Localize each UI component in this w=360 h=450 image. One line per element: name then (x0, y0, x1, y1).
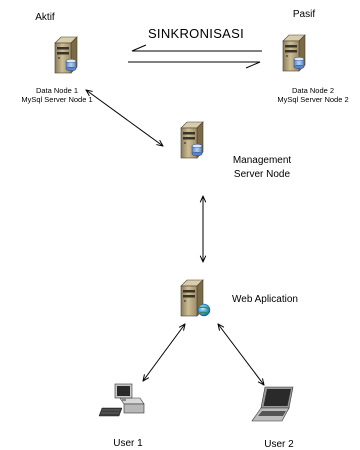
passive-node-label-line2: MySql Server Node 2 (277, 95, 348, 104)
web-server-icon (180, 279, 211, 317)
connector-active-management (86, 90, 163, 146)
laptop-icon (251, 386, 294, 422)
passive-node-status: Pasif (293, 9, 315, 20)
active-node-status: Aktif (35, 12, 55, 23)
connector-web-user1 (143, 324, 185, 381)
connector-web-user2 (218, 324, 264, 385)
sync-label: SINKRONISASI (148, 26, 244, 41)
sync-arrow-to-passive (128, 61, 261, 69)
sync-arrow-to-active (131, 44, 262, 52)
desktop-computer-icon (98, 383, 145, 417)
database-server-icon (180, 121, 204, 159)
web-node-label: Web Aplication (232, 294, 298, 305)
database-server-icon (282, 34, 306, 72)
passive-node-label-line1: Data Node 2 (292, 86, 334, 95)
management-node-label-line1: Management (233, 155, 292, 166)
active-node-label-line2: MySql Server Node 1 (21, 95, 92, 104)
active-node-label-line1: Data Node 1 (36, 86, 78, 95)
management-node-label-line2: Server Node (234, 169, 291, 180)
database-server-icon (54, 36, 78, 74)
user2-label: User 2 (264, 439, 294, 450)
user1-label: User 1 (113, 438, 143, 449)
